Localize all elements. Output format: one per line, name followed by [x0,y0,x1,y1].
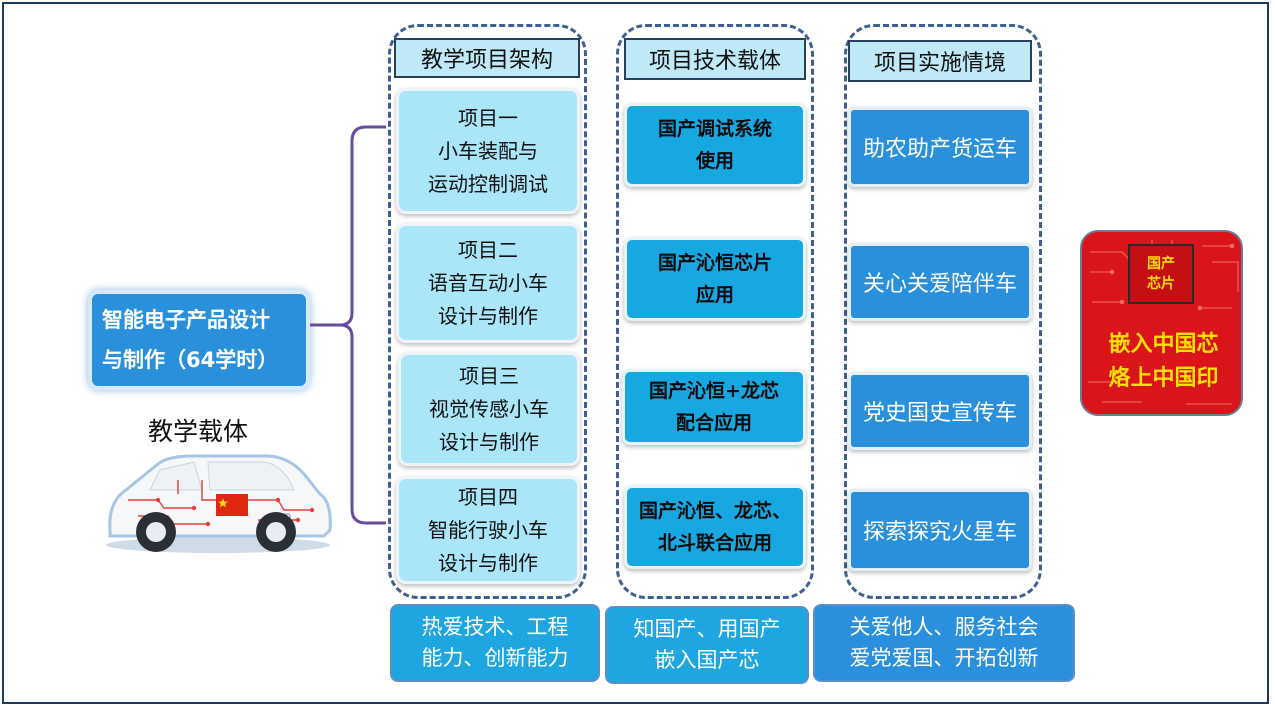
course-title-line1: 智能电子产品设计 [102,308,270,332]
project-card: 项目四 智能行驶小车 设计与制作 [396,476,580,584]
tech-line: 应用 [695,284,734,306]
scenario-column [844,24,1042,599]
course-title-box: 智能电子产品设计 与制作（64学时） [88,290,310,390]
carrier-label: 教学载体 [147,417,248,446]
bottom-left-box: 热爱技术、工程 能力、创新能力 [390,604,600,682]
scenario-header: 项目实施情境 [848,40,1032,82]
bottom-middle-box: 知国产、用国产 嵌入国产芯 [605,606,809,684]
tech-line: 配合应用 [675,412,752,434]
chip-badge: 国产 芯片 嵌入中国芯 烙上中国印 [1080,230,1243,416]
tech-line: 国产沁恒芯片 [657,252,772,274]
chip-icon: 国产 芯片 [1128,244,1194,304]
bottom-right-line2: 爱党爱国、开拓创新 [849,646,1039,670]
project-line: 小车装配与 [438,138,538,163]
project-line: 智能行驶小车 [428,517,548,542]
course-title-line2: 与制作（64学时） [102,348,279,372]
bottom-right-box: 关爱他人、服务社会 爱党爱国、开拓创新 [813,604,1075,682]
project-line: 设计与制作 [438,550,538,575]
bottom-left-line2: 能力、创新能力 [421,646,569,670]
tech-card: 国产调试系统 使用 [624,103,806,187]
slogan: 嵌入中国芯 烙上中国印 [1082,328,1241,398]
scenario-card: 党史国史宣传车 [848,372,1032,450]
architecture-header: 教学项目架构 [394,38,580,78]
project-line: 语音互动小车 [428,270,548,295]
project-line: 设计与制作 [438,303,538,328]
china-flag-icon [216,494,248,516]
tech-line: 国产沁恒+龙芯 [649,380,779,402]
tech-card: 国产沁恒、龙芯、 北斗联合应用 [624,485,806,569]
chip-line1: 国产 [1147,256,1175,272]
tech-column [616,24,814,599]
slogan-line2: 烙上中国印 [1108,366,1219,391]
car-illustration [106,454,332,553]
project-card: 项目二 语音互动小车 设计与制作 [396,223,580,343]
project-card: 项目一 小车装配与 运动控制调试 [396,88,580,214]
architecture-column [388,24,587,599]
project-title: 项目三 [459,363,519,388]
bottom-middle-line1: 知国产、用国产 [633,617,781,641]
tech-line: 国产调试系统 [657,118,772,140]
project-line: 设计与制作 [439,429,539,454]
bottom-right-line1: 关爱他人、服务社会 [849,615,1039,639]
tech-card: 国产沁恒+龙芯 配合应用 [622,369,806,445]
bottom-middle-line2: 嵌入国产芯 [654,648,760,672]
tech-line: 北斗联合应用 [657,532,772,554]
project-card: 项目三 视觉传感小车 设计与制作 [398,352,580,466]
tech-header: 项目技术载体 [624,38,806,80]
project-title: 项目四 [458,484,518,509]
project-line: 视觉传感小车 [429,396,549,421]
brace-connector [310,125,386,525]
slogan-line1: 嵌入中国芯 [1108,332,1219,357]
tech-card: 国产沁恒芯片 应用 [624,237,806,321]
project-line: 运动控制调试 [428,171,548,196]
chip-line2: 芯片 [1147,276,1175,292]
tech-line: 使用 [695,150,734,172]
scenario-card: 关心关爱陪伴车 [848,243,1032,321]
project-title: 项目一 [458,105,518,130]
scenario-card: 探索探究火星车 [848,489,1032,571]
project-title: 项目二 [458,237,518,262]
tech-line: 国产沁恒、龙芯、 [638,500,791,522]
bottom-left-line1: 热爱技术、工程 [421,615,569,639]
scenario-card: 助农助产货运车 [848,107,1032,187]
